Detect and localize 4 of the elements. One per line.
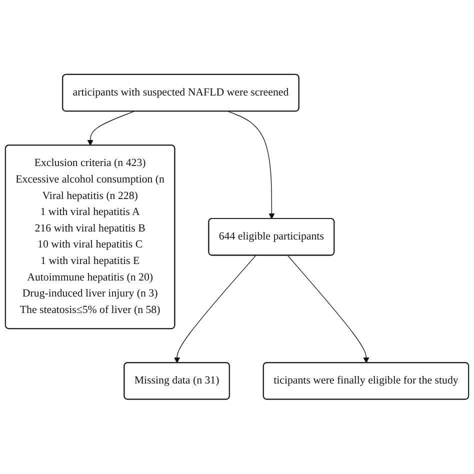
arrow [87, 111, 134, 146]
arrow [174, 255, 256, 364]
arrow [287, 255, 370, 364]
arrow [228, 111, 275, 220]
